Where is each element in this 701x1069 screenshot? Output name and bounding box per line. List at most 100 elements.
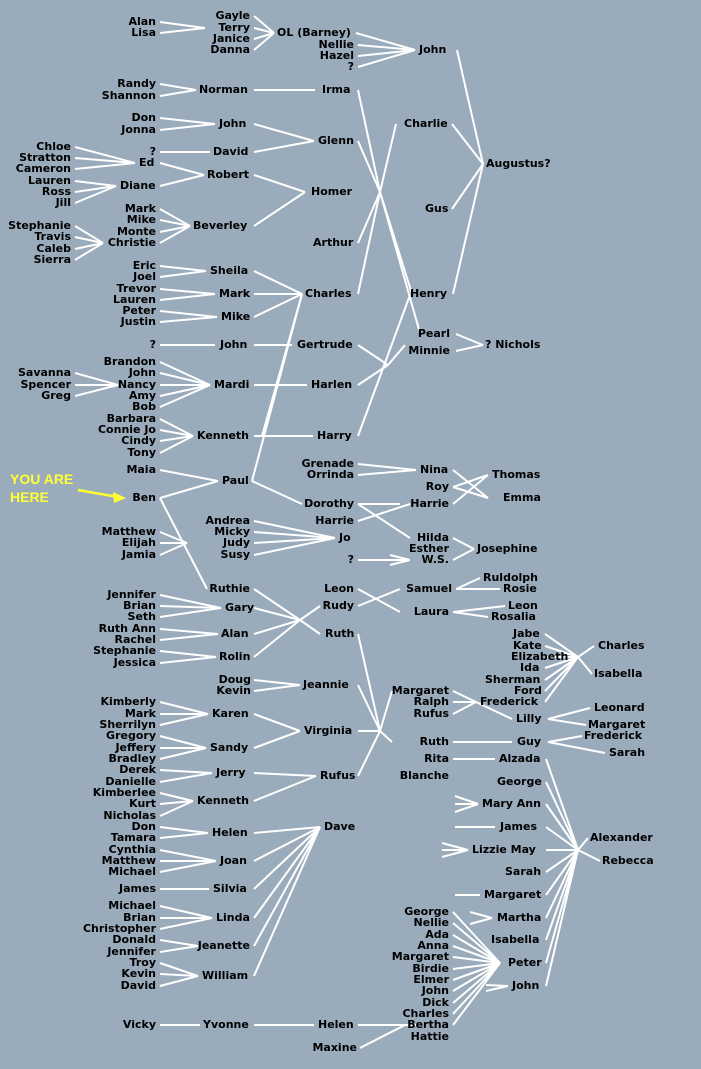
person-name: Terry (218, 21, 250, 34)
connector-line (159, 917, 213, 930)
person-name: ? (149, 145, 156, 158)
person-name: Nancy (117, 378, 156, 391)
person-name: Rebecca (602, 854, 654, 867)
person-name: ? Nichols (485, 338, 541, 351)
connector-line (452, 486, 489, 499)
person-name: Gary (225, 601, 255, 614)
connector-line (74, 157, 136, 164)
person-name: John (219, 117, 247, 130)
connector-line (357, 503, 411, 522)
connector-line (452, 962, 501, 1026)
person-name: Laura (413, 605, 449, 618)
person-name: Amy (128, 389, 156, 402)
connector-line (159, 607, 222, 618)
connector-line (454, 795, 479, 805)
connector-line (544, 656, 579, 681)
person-name: Henry (410, 287, 448, 300)
person-name: Nina (420, 463, 449, 476)
person-name: Rosalia (491, 610, 536, 623)
connector-line (357, 89, 381, 193)
person-name: Elmer (413, 973, 449, 986)
person-name: Samuel (406, 582, 452, 595)
person-name: Blanche (399, 769, 449, 782)
person-name: Michael (108, 899, 156, 912)
connector-line (452, 611, 489, 618)
person-name: Gayle (215, 9, 250, 22)
connector-line (253, 191, 306, 227)
connector-line (74, 372, 119, 386)
person-name: Trevor (116, 282, 156, 295)
person-name: Cameron (15, 162, 71, 175)
person-name: William (202, 969, 249, 982)
connector-line (159, 162, 205, 176)
connector-line (159, 288, 216, 295)
connector-line (74, 242, 104, 261)
person-name: Harrie (315, 514, 354, 527)
connector-line (253, 537, 336, 556)
person-name: Alan (221, 627, 249, 640)
connector-line (545, 849, 579, 896)
person-name: Jeanette (197, 939, 250, 952)
connector-line (159, 701, 209, 715)
person-name: Isabella (594, 667, 643, 680)
person-name: Jeannie (303, 678, 349, 691)
person-name: Peter (508, 956, 542, 969)
person-name: Frederick (584, 729, 643, 742)
you-are-here-label: YOU ARE HERE (10, 470, 73, 506)
person-name: Shannon (101, 89, 156, 102)
connector-line (357, 49, 416, 57)
connector-line (253, 531, 336, 539)
person-name: Donald (112, 933, 156, 946)
person-name: Cindy (121, 434, 156, 447)
person-name: Martha (497, 911, 542, 924)
person-name: Savanna (17, 366, 71, 379)
person-name: Kimberly (100, 695, 156, 708)
connector-line (159, 772, 213, 783)
connector-line (545, 758, 579, 851)
connector-line (253, 772, 317, 777)
person-name: James (500, 820, 537, 833)
person-name: Sandy (210, 741, 249, 754)
person-name: Matthew (101, 854, 156, 867)
connector-line (253, 713, 301, 732)
person-name: Mark (124, 707, 156, 720)
person-name: Derek (119, 763, 156, 776)
connector-line (159, 605, 222, 609)
connector-line (452, 474, 489, 488)
connector-line (357, 684, 381, 732)
person-name: John (512, 979, 540, 992)
person-name: Chloe (36, 140, 71, 153)
connector-line (159, 89, 197, 97)
connector-line (452, 956, 501, 964)
person-name: Ruldolph (483, 571, 538, 584)
connector-line (253, 293, 303, 318)
connector-line (452, 911, 501, 964)
person-name: Rufus (413, 707, 449, 720)
person-name: Kevin (216, 684, 251, 697)
person-name: Joel (133, 270, 156, 283)
person-name: Sarah (609, 746, 646, 759)
connector-line (159, 435, 194, 454)
person-name: Paul (222, 474, 249, 487)
connector-line (159, 418, 194, 437)
person-name: Nellie (413, 916, 449, 929)
connector-line (159, 832, 209, 839)
person-name: David (120, 979, 156, 992)
person-name: Justin (120, 315, 156, 328)
connector-line (253, 826, 321, 919)
person-name: Diane (120, 179, 156, 192)
connector-line (159, 594, 222, 609)
connector-line (545, 849, 579, 987)
connector-line (357, 344, 389, 366)
connector-line (253, 520, 336, 539)
connector-line (159, 769, 213, 774)
person-name: Sarah (505, 865, 542, 878)
person-name: Cynthia (108, 843, 156, 856)
person-name: Charles (305, 287, 352, 300)
person-name: Jeffery (115, 741, 156, 754)
connector-line (299, 605, 321, 621)
person-name: Matthew (101, 525, 156, 538)
person-name: Rosie (503, 582, 537, 595)
connector-line (441, 842, 469, 851)
